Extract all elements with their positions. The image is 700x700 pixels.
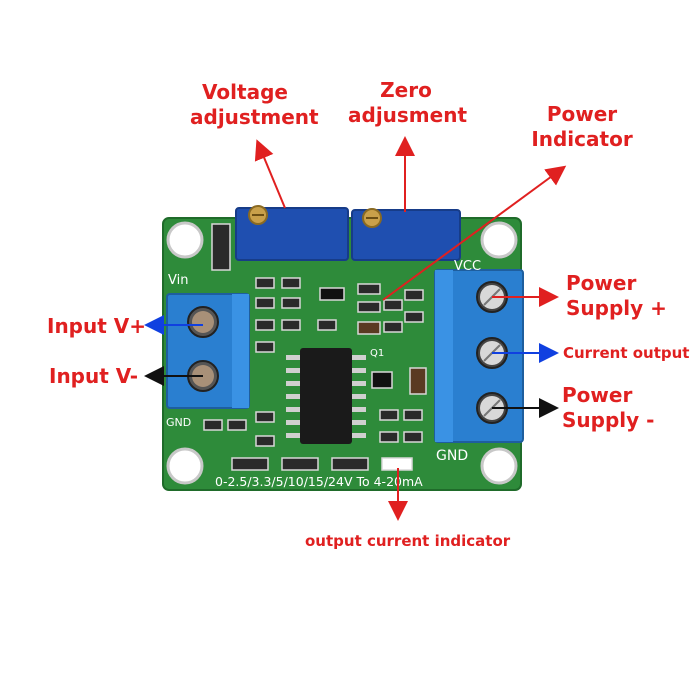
label-power-indicator-line1: Power xyxy=(546,102,618,126)
label-zero-adjustment: Zero adjusment xyxy=(348,78,468,128)
silk-vin: Vin xyxy=(168,273,188,288)
label-power-indicator-line2: Indicator xyxy=(531,127,633,151)
zero-potentiometer xyxy=(351,208,461,261)
input-terminal-block xyxy=(166,293,250,409)
label-psu-plus-line1: Power xyxy=(566,271,637,295)
silk-gnd-left: GND xyxy=(166,416,191,429)
label-current-output: Current output xyxy=(563,344,690,362)
smd-components xyxy=(203,223,427,471)
label-psu-plus-line2: Supply + xyxy=(566,296,667,320)
label-power-indicator: Power Indicator xyxy=(528,102,636,152)
main-ic xyxy=(286,348,366,444)
output-terminal-block xyxy=(434,269,524,443)
silk-q1: Q1 xyxy=(370,348,384,359)
label-output-current-indicator: output current indicator xyxy=(305,532,511,550)
silk-bottom-text: 0-2.5/3.3/5/10/15/24V To 4-20mA xyxy=(215,474,423,489)
label-voltage-adjustment: Voltage adjustment xyxy=(190,80,319,130)
label-psu-minus-line1: Power xyxy=(562,383,633,407)
label-psu-minus-line2: Supply - xyxy=(562,408,655,432)
label-voltage-line2: adjustment xyxy=(190,105,319,129)
label-power-supply-minus: Power Supply - xyxy=(562,383,654,433)
arrow-power-indicator xyxy=(382,165,567,301)
label-input-v-plus: Input V+ xyxy=(47,314,146,338)
label-input-v-minus: Input V- xyxy=(49,364,139,388)
silk-vcc: VCC xyxy=(454,259,481,274)
arrow-voltage-adjustment xyxy=(254,139,286,209)
silk-gnd-right: GND xyxy=(436,448,468,464)
label-power-supply-plus: Power Supply + xyxy=(566,271,667,321)
label-voltage-line1: Voltage xyxy=(202,80,288,104)
label-zero-line2: adjusment xyxy=(348,103,468,127)
label-zero-line1: Zero xyxy=(380,78,432,102)
voltage-potentiometer xyxy=(235,205,349,261)
